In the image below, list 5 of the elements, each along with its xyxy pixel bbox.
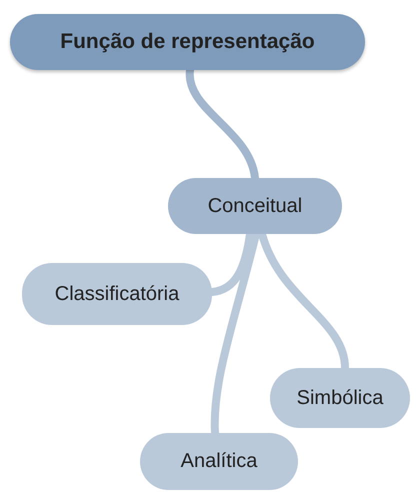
topic-pill: Conceitual — [168, 178, 342, 234]
topic-pill: Analítica — [140, 433, 298, 490]
topic-pill: Simbólica — [270, 368, 410, 428]
topic-pill: Classificatória — [22, 263, 212, 325]
central-topic: Função de representação — [10, 14, 365, 70]
